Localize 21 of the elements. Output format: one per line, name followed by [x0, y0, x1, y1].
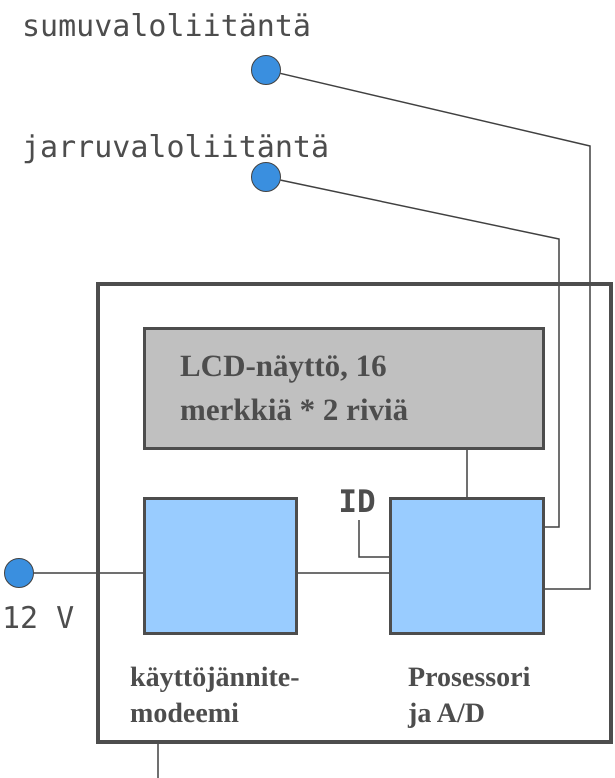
node-caption: sumuvaloliitäntä	[22, 12, 312, 42]
wire	[34, 572, 143, 574]
display-label: LCD-näyttö, 16 merkkiä * 2 riviä	[180, 347, 410, 429]
node-caption: 12 V	[2, 604, 76, 634]
terminal-circle	[251, 55, 281, 85]
device-enclosure	[96, 282, 613, 744]
wire	[358, 520, 389, 558]
display-box	[143, 327, 545, 450]
terminal-circle	[4, 558, 34, 588]
wire	[298, 572, 389, 574]
wire	[280, 72, 591, 590]
node-caption: käyttöjännite- modeemi	[130, 661, 301, 731]
wire	[466, 450, 468, 497]
node-caption: Prosessori ja A/D	[408, 661, 532, 731]
terminal-circle	[251, 162, 281, 192]
signal-label: ID	[333, 484, 381, 520]
module-box	[143, 497, 298, 635]
wire	[280, 179, 560, 528]
module-box	[389, 497, 545, 635]
wire	[157, 744, 159, 778]
node-caption: jarruvaloliitäntä	[22, 133, 330, 163]
